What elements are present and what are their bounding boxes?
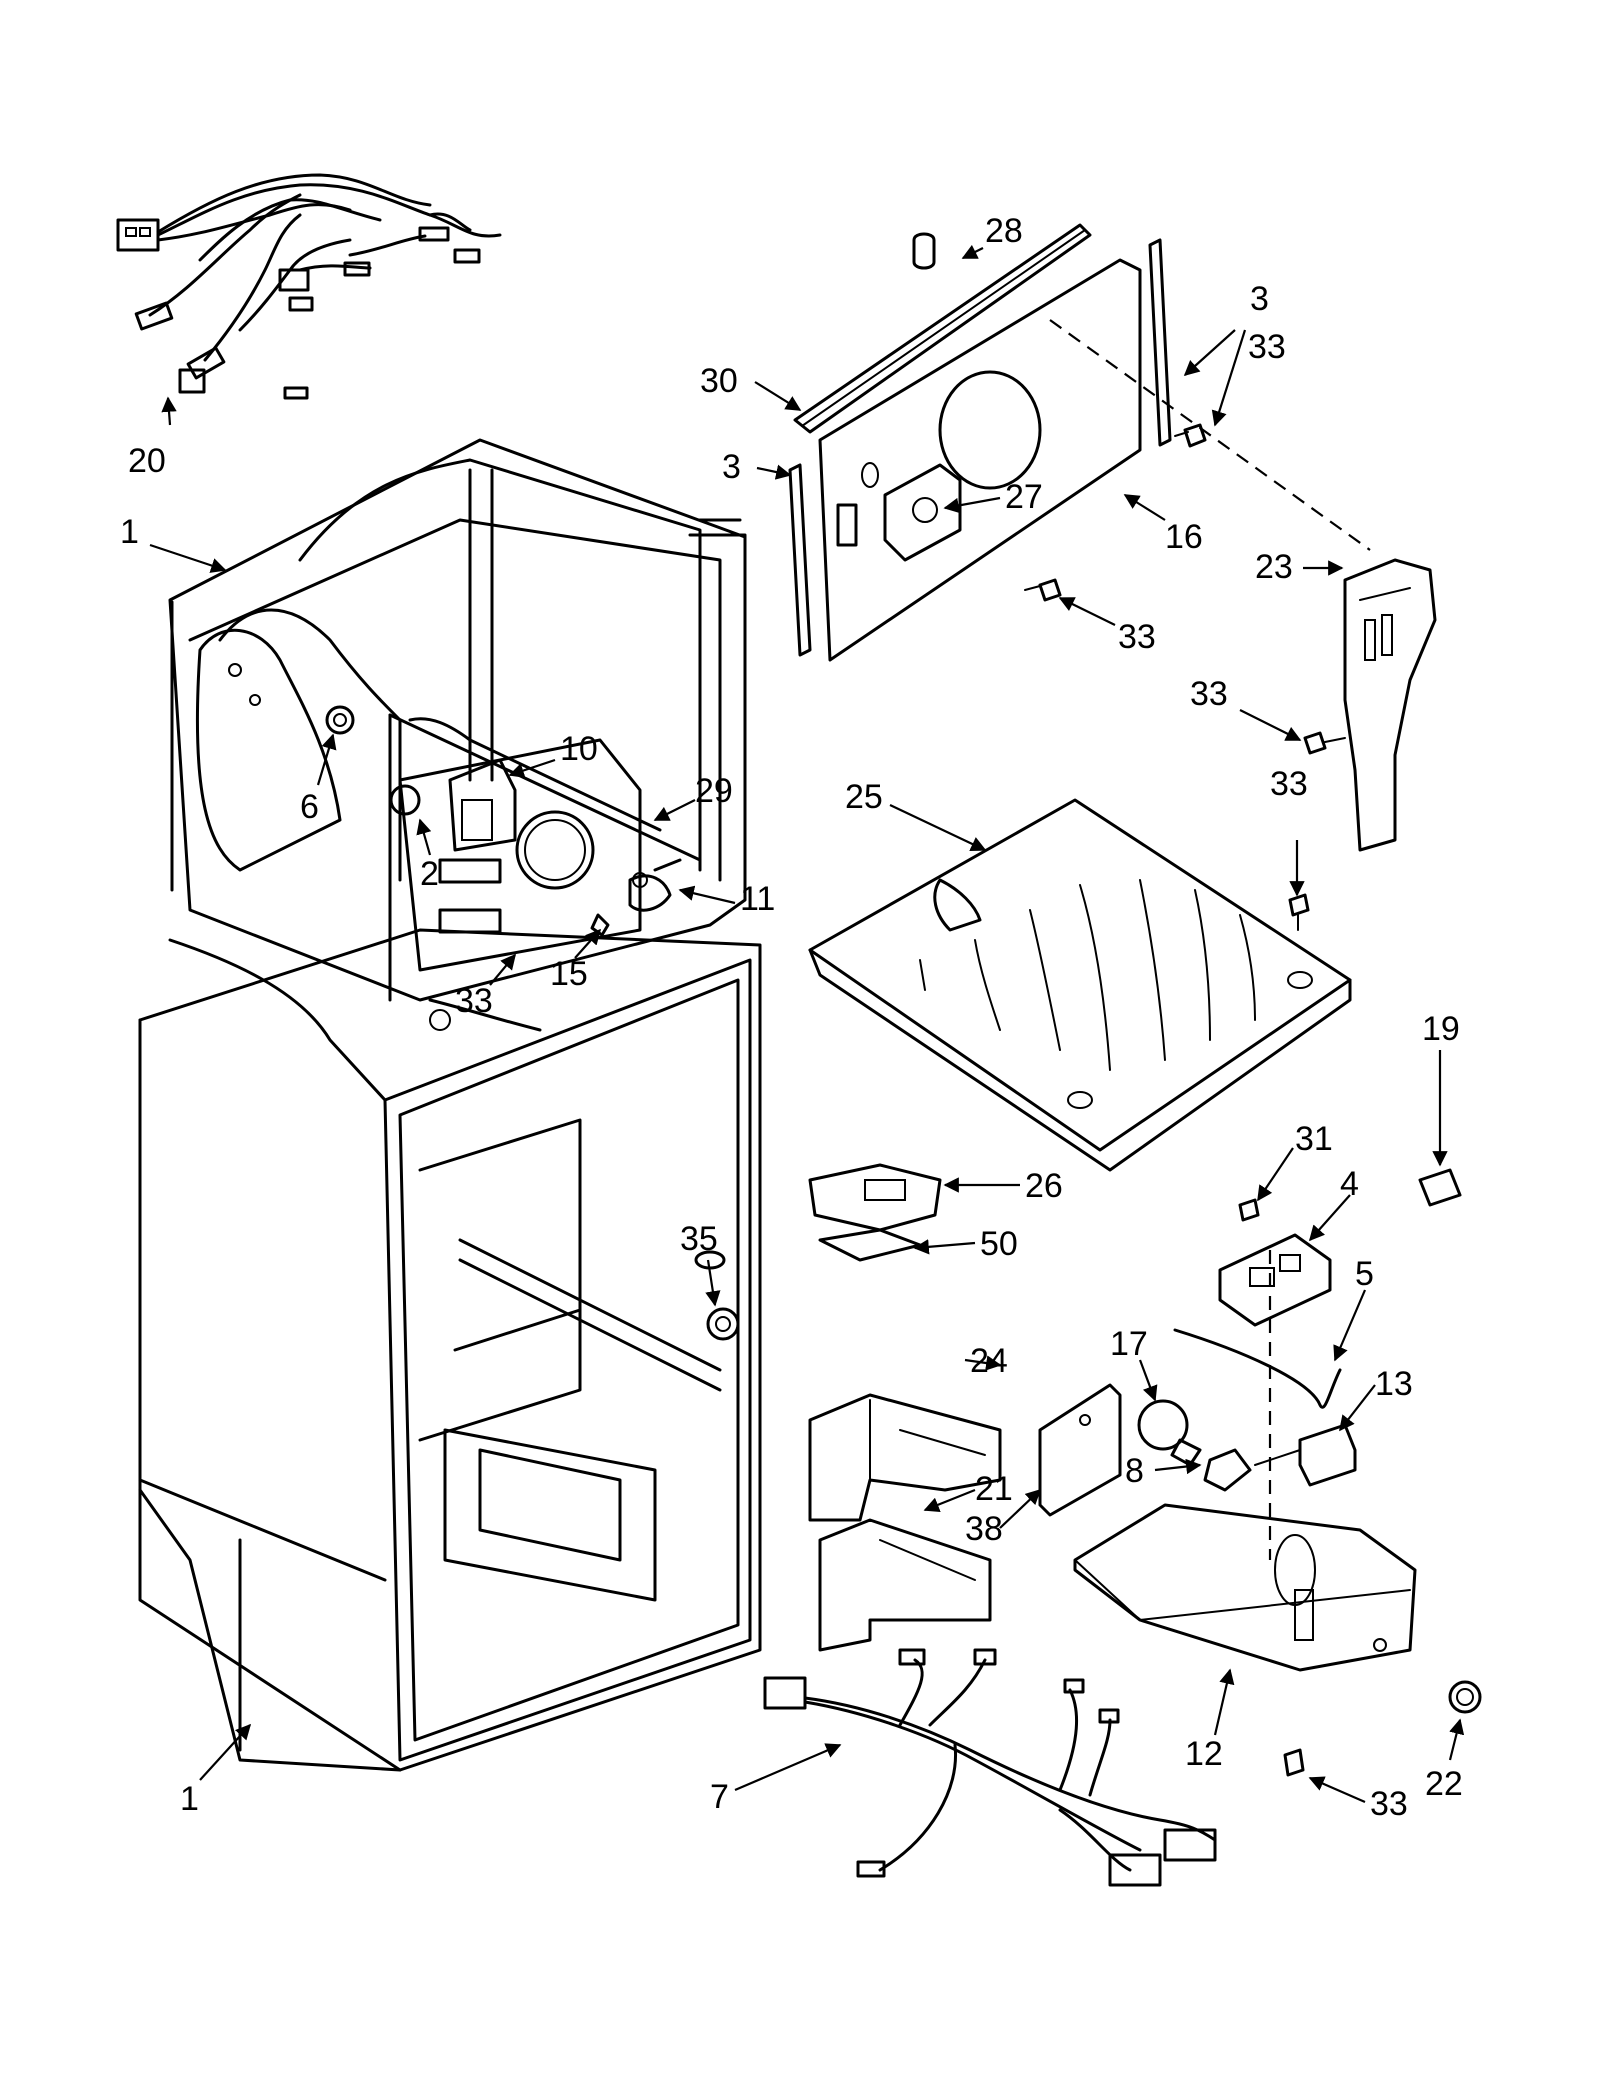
callout-22: 22 bbox=[1425, 1765, 1463, 1803]
callout-33: 33 bbox=[1190, 675, 1228, 713]
callout-8: 8 bbox=[1125, 1452, 1144, 1490]
screw-33-vent bbox=[1303, 731, 1346, 755]
tube-5 bbox=[1173, 1328, 1342, 1409]
shelf-tray bbox=[808, 798, 1352, 1172]
callout-38: 38 bbox=[965, 1510, 1003, 1548]
vent-cover bbox=[1343, 558, 1437, 852]
callout-30: 30 bbox=[700, 362, 738, 400]
top-trim-rail bbox=[793, 223, 1092, 434]
callout-4: 4 bbox=[1340, 1165, 1359, 1203]
screw-33-mid bbox=[1024, 578, 1062, 602]
callout-3: 3 bbox=[1250, 280, 1269, 318]
screw-31 bbox=[1238, 1198, 1260, 1222]
callout-33: 33 bbox=[1270, 765, 1308, 803]
screw-33-top bbox=[1174, 423, 1207, 448]
callout-17: 17 bbox=[1110, 1325, 1148, 1363]
switch-housing bbox=[808, 1163, 942, 1232]
part-38-bracket bbox=[1038, 1383, 1122, 1517]
screw-33-bottom bbox=[1283, 1748, 1305, 1777]
callout-25: 25 bbox=[845, 778, 883, 816]
callout-33: 33 bbox=[1248, 328, 1286, 366]
control-board bbox=[1218, 1233, 1332, 1327]
callout-11: 11 bbox=[740, 880, 775, 918]
light-housing bbox=[1073, 1503, 1417, 1672]
callout-24: 24 bbox=[970, 1342, 1008, 1380]
plug-part-6 bbox=[325, 705, 355, 735]
callout-28: 28 bbox=[985, 212, 1023, 250]
callout-33: 33 bbox=[455, 982, 493, 1020]
callout-33: 33 bbox=[1118, 618, 1156, 656]
callout-12: 12 bbox=[1185, 1735, 1223, 1773]
light-socket bbox=[1203, 1448, 1252, 1492]
wiring-harness-lower bbox=[763, 1648, 1217, 1887]
switch-pad bbox=[818, 1228, 922, 1262]
callout-21: 21 bbox=[975, 1470, 1013, 1508]
light-bulb bbox=[1137, 1399, 1202, 1467]
callout-15: 15 bbox=[550, 955, 588, 993]
leader-lines bbox=[149, 244, 1465, 1804]
callout-33: 33 bbox=[1370, 1785, 1408, 1823]
callout-29: 29 bbox=[695, 772, 733, 810]
gasket-left bbox=[788, 463, 812, 657]
freezer-liner bbox=[168, 438, 747, 1002]
callout-labels: 20 28 3 33 30 3 27 16 1 33 23 33 33 10 6… bbox=[120, 212, 1463, 1823]
callout-7: 7 bbox=[710, 1778, 729, 1816]
callout-31: 31 bbox=[1295, 1120, 1333, 1158]
part-19-stop bbox=[1418, 1168, 1462, 1207]
callout-35: 35 bbox=[680, 1220, 718, 1258]
knob-22 bbox=[1448, 1680, 1482, 1714]
callout-26: 26 bbox=[1025, 1167, 1063, 1205]
callout-2: 2 bbox=[420, 855, 439, 893]
callout-27: 27 bbox=[1005, 478, 1043, 516]
callout-20: 20 bbox=[128, 442, 166, 480]
callout-23: 23 bbox=[1255, 548, 1293, 586]
wiring-harness-upper bbox=[116, 173, 502, 400]
part-24 bbox=[808, 1393, 1002, 1522]
part-21 bbox=[818, 1518, 992, 1652]
fresh-food-liner bbox=[138, 928, 762, 1772]
callout-6: 6 bbox=[300, 788, 319, 826]
rear-panel bbox=[818, 258, 1142, 662]
callout-1: 1 bbox=[180, 1780, 199, 1818]
grommet-35 bbox=[706, 1307, 740, 1341]
screw-33-shelf bbox=[1288, 893, 1310, 931]
callout-3: 3 bbox=[722, 448, 741, 486]
callout-10: 10 bbox=[560, 730, 598, 768]
callout-19: 19 bbox=[1422, 1010, 1460, 1048]
callout-50: 50 bbox=[980, 1225, 1018, 1263]
callout-13: 13 bbox=[1375, 1365, 1413, 1403]
assembly-line bbox=[1049, 319, 1371, 551]
gasket-right bbox=[1148, 238, 1172, 447]
callout-5: 5 bbox=[1355, 1255, 1374, 1293]
callout-16: 16 bbox=[1165, 518, 1203, 556]
callout-1: 1 bbox=[120, 513, 139, 551]
